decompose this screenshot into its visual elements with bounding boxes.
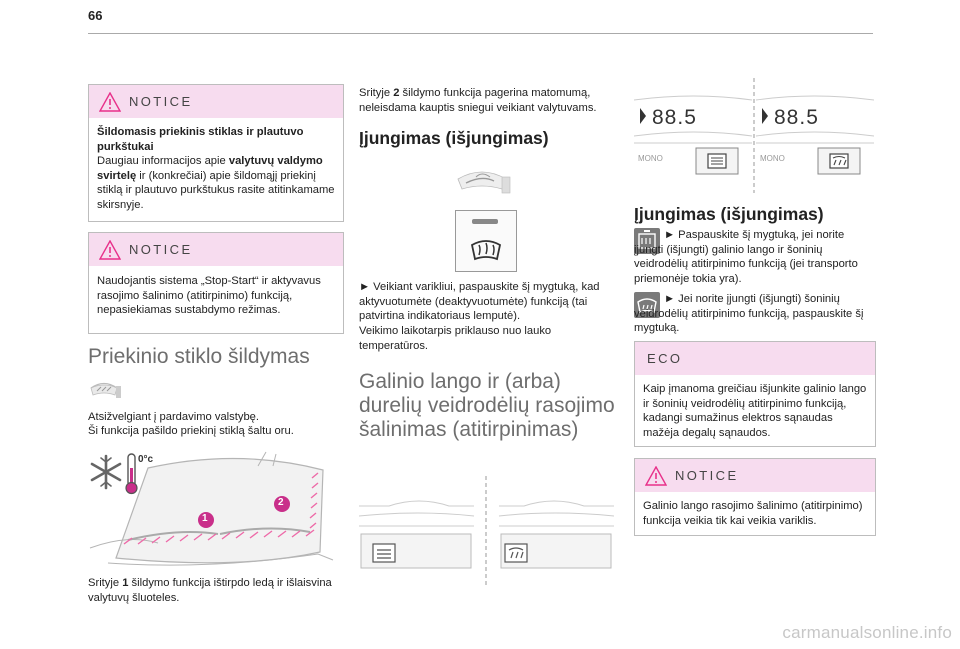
mono-label-left: MONO xyxy=(638,154,663,163)
section-title-windscreen-heating: Priekinio stiklo šildymas xyxy=(88,345,310,368)
rear-window-defrost-button[interactable] xyxy=(634,228,660,254)
notice-box-stop-start: NOTICE Naudojantis sistema „Stop-Start“ … xyxy=(88,232,344,334)
windscreen-illustration: 1 2 0°c xyxy=(88,448,338,570)
rear-defrost-control-illustration: 88.5 88.5 MONO MONO xyxy=(634,78,874,193)
zone-marker-1: 1 xyxy=(202,513,208,524)
notice-title: NOTICE xyxy=(675,468,739,483)
warning-icon xyxy=(645,465,667,486)
heading-on-off-front: Įjungimas (išjungimas) xyxy=(359,128,549,148)
mirror-defrost-button[interactable] xyxy=(634,292,660,318)
zone1-caption: Srityje 1 šildymo funkcija ištirpdo ledą… xyxy=(88,576,340,605)
mirror-defrost-icon xyxy=(637,298,657,313)
zone-marker-2: 2 xyxy=(278,497,284,508)
notice-text-part: Daugiau informacijos apie xyxy=(97,155,229,167)
temperature-display-right: 88.5 xyxy=(774,106,819,129)
notice-title: NOTICE xyxy=(129,242,193,257)
eco-title: ECO xyxy=(647,351,683,366)
notice-bold-link: valytuvų valdymo svirtelę xyxy=(97,155,323,182)
caption-part: Srityje xyxy=(88,577,123,589)
caption-part: šildymo funkcija ištirpdo ledą ir išlais… xyxy=(88,577,332,604)
snowflake-thermometer-icon xyxy=(90,453,138,495)
notice-text-part: ir (konkrečiai) apie šildomąjį priekinį … xyxy=(97,169,335,211)
notice-heading: Šildomasis priekinis stiklas ir plautuvo… xyxy=(97,126,304,153)
rear-window-defrost-icon xyxy=(638,230,656,249)
notice-header: NOTICE xyxy=(635,459,875,492)
watermark: carmanualsonline.info xyxy=(782,623,952,642)
indicator-lamp xyxy=(472,219,498,224)
notice-header: NOTICE xyxy=(89,233,343,266)
heated-windscreen-icon xyxy=(90,382,121,398)
para-part: Srityje xyxy=(359,87,394,99)
notice-text: Daugiau informacijos apie valytuvų valdy… xyxy=(97,154,335,212)
eco-text: Kaip įmanoma greičiau išjunkite galinio … xyxy=(643,383,867,439)
heading-on-off-rear: Įjungimas (išjungimas) xyxy=(634,204,824,224)
rear-defrost-dashboard-illustration xyxy=(359,476,614,588)
front-windscreen-defrost-icon xyxy=(470,240,502,261)
notice-text: Galinio lango rasojimo šalinimo (atitirp… xyxy=(643,500,863,527)
front-defrost-button[interactable] xyxy=(455,210,517,272)
mono-label-right: MONO xyxy=(760,154,785,163)
notice-box-windscreen: NOTICE Šildomasis priekinis stiklas ir p… xyxy=(88,84,344,222)
intro-line-2: Ši funkcija pašildo priekinį stiklą šalt… xyxy=(88,425,294,437)
car-windscreen-drawing xyxy=(89,451,334,566)
para-part: šildymo funkcija pagerina matomumą, nele… xyxy=(359,87,597,114)
caption-zone-number: 1 xyxy=(122,577,129,589)
windscreen-heat-icon xyxy=(457,171,511,194)
header-rule xyxy=(88,33,873,34)
temperature-display-left: 88.5 xyxy=(652,106,697,129)
notice-box-rear-defrost: NOTICE Galinio lango rasojimo šalinimo (… xyxy=(634,458,876,536)
instruction-mirror-defrost: ► Jei norite įjungti (išjungti) šoninių … xyxy=(634,293,864,334)
zone2-paragraph: Srityje 2 šildymo funkcija pagerina mato… xyxy=(359,86,615,115)
eco-header: ECO xyxy=(635,342,875,375)
notice-title: NOTICE xyxy=(129,94,193,109)
notice-header: NOTICE xyxy=(89,85,343,118)
temperature-label: 0°c xyxy=(138,454,154,465)
intro-line-1: Atsižvelgiant į pardavimo valstybę. xyxy=(88,411,259,423)
instruction-front-defrost: ► Veikiant varikliui, paspauskite šį myg… xyxy=(359,281,600,322)
warning-icon xyxy=(99,239,121,260)
warning-icon xyxy=(99,91,121,112)
para-zone-number: 2 xyxy=(393,87,400,99)
page-number: 66 xyxy=(88,8,103,23)
section-title-rear-defrost: Galinio lango ir (arba) durelių veidrodė… xyxy=(359,370,615,441)
instruction-rear-defrost: ► Paspauskite šį mygtuką, jei norite įju… xyxy=(634,229,858,285)
control-panel-drawing xyxy=(634,78,874,193)
eco-box: ECO Kaip įmanoma greičiau išjunkite gali… xyxy=(634,341,876,447)
notice-body: Šildomasis priekinis stiklas ir plautuvo… xyxy=(89,118,343,219)
notice-text: Naudojantis sistema „Stop-Start“ ir akty… xyxy=(97,275,321,316)
duration-note: Veikimo laikotarpis priklauso nuo lauko … xyxy=(359,325,552,352)
